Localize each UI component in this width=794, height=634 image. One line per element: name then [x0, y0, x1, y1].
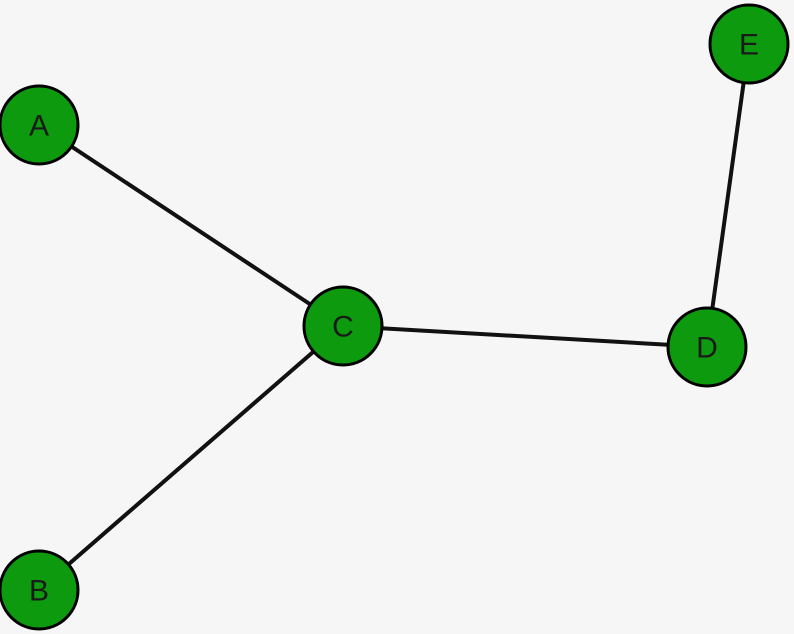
node-label: C — [332, 311, 354, 344]
edge-c-d — [341, 324, 709, 349]
node-label: A — [29, 110, 49, 143]
node-d: D — [666, 306, 748, 388]
edge-d-e — [705, 42, 751, 349]
edges-layer — [37, 42, 751, 592]
node-circle — [666, 306, 748, 388]
node-circle — [708, 3, 790, 85]
node-c: C — [302, 285, 384, 367]
node-e: E — [708, 3, 790, 85]
edge-a-c — [37, 123, 345, 328]
node-circle — [0, 84, 80, 166]
nodes-layer: A B C D E — [0, 3, 790, 631]
node-circle — [0, 549, 80, 631]
edge-b-c — [37, 324, 345, 592]
node-label: B — [29, 575, 49, 608]
node-b: B — [0, 549, 80, 631]
node-label: E — [739, 29, 759, 62]
node-label: D — [696, 332, 718, 365]
node-a: A — [0, 84, 80, 166]
node-circle — [302, 285, 384, 367]
